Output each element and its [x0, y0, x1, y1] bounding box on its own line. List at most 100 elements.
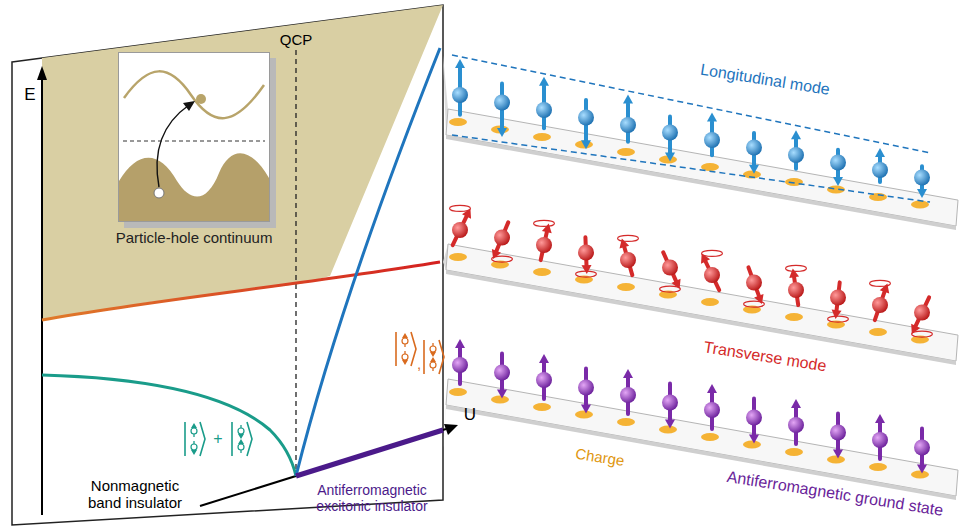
spin-sphere — [914, 440, 930, 456]
spin-head — [911, 324, 920, 334]
spin-sphere — [788, 147, 804, 163]
spin-sphere — [704, 402, 720, 418]
spin-sphere — [494, 365, 510, 381]
charge-site — [785, 178, 803, 186]
band-sketch — [119, 53, 269, 221]
charge-site — [617, 148, 635, 156]
spin-sphere — [452, 357, 468, 373]
charge-site — [701, 298, 719, 306]
spin-sphere — [830, 155, 846, 171]
ket-electron — [238, 444, 244, 450]
spin-sphere — [452, 222, 468, 238]
spin-head — [581, 405, 591, 414]
spin-head — [833, 177, 843, 186]
ket-spin-head — [191, 450, 197, 455]
longitudinal-curve — [296, 48, 440, 476]
spin-head — [749, 165, 759, 174]
spin-head — [791, 130, 801, 139]
spin-head — [492, 249, 501, 259]
spin-sphere — [914, 170, 930, 186]
charge-site — [575, 411, 593, 419]
charge-site — [785, 448, 803, 456]
spin-head — [665, 153, 675, 162]
lattice-plane — [446, 244, 958, 361]
charge-site — [911, 471, 929, 479]
triplet-curve — [42, 262, 440, 320]
spin-head — [665, 420, 675, 429]
spin-sphere — [578, 245, 594, 261]
spin-head — [539, 77, 549, 86]
spin-head — [455, 339, 465, 348]
precession-ring — [618, 235, 639, 241]
spin-head — [623, 369, 633, 378]
ket-bracket — [200, 422, 205, 456]
excitation-head — [183, 101, 195, 111]
inset-caption: Particle-hole continuum — [116, 229, 273, 246]
qcp-label: QCP — [280, 31, 313, 48]
ket-electron — [402, 354, 408, 360]
spin-sphere — [578, 380, 594, 396]
ket-bar — [395, 332, 397, 366]
spin-sphere — [452, 87, 468, 103]
spin-sphere — [578, 110, 594, 126]
spin-sphere — [536, 372, 552, 388]
spin-sphere — [662, 260, 678, 276]
charge-site — [659, 426, 677, 434]
spin-head — [623, 95, 633, 104]
spin-sphere — [662, 125, 678, 141]
axis-head — [37, 66, 47, 80]
phase-label: Nonmagnetic band insulator — [80, 477, 190, 512]
axis-head — [444, 424, 458, 435]
spin-head — [833, 450, 843, 459]
spin-sphere — [872, 162, 888, 178]
envelope-line — [452, 135, 930, 202]
ket-bar — [184, 422, 186, 456]
ket-electron — [402, 338, 408, 344]
lattice-plane — [446, 379, 958, 496]
diagram-plane — [12, 5, 443, 525]
spin-sphere — [830, 425, 846, 441]
continuum-shade — [42, 5, 443, 320]
ket-bracket — [411, 332, 416, 366]
lattice-edge — [446, 135, 956, 230]
spin-head — [875, 414, 885, 423]
spin-head — [917, 465, 927, 474]
ket-spin-head — [402, 360, 408, 365]
spin-sphere — [746, 140, 762, 156]
fermi-level — [123, 141, 265, 142]
valence-band — [119, 153, 269, 221]
energy-axis — [41, 78, 43, 515]
mode-label: Longitudinal mode — [699, 61, 831, 100]
charge-site — [869, 463, 887, 471]
spin-head — [880, 283, 889, 293]
spin-head — [539, 354, 549, 363]
ket-spin-head — [238, 439, 244, 444]
axis-label: U — [464, 405, 476, 425]
lattice-plane — [446, 109, 958, 226]
spin-head — [581, 265, 591, 274]
precession-ring — [450, 205, 471, 211]
ket-spin-head — [191, 423, 197, 428]
spin-sphere — [914, 305, 930, 321]
spin-head — [581, 140, 591, 149]
charge-site — [617, 283, 635, 291]
inset-box: Particle-hole continuum — [118, 52, 270, 222]
ket-electron — [191, 444, 197, 450]
conduction-band — [124, 71, 264, 118]
ket-spin-head — [430, 357, 436, 362]
excitation-arrow — [157, 105, 189, 187]
mode-label: Transverse mode — [702, 338, 827, 376]
ket-bracket — [439, 340, 444, 374]
spin-head — [542, 223, 552, 233]
ket-electron — [430, 346, 436, 352]
spin-head — [497, 390, 507, 399]
spin-sphere — [620, 387, 636, 403]
spin-sphere — [536, 237, 552, 253]
ordered-phase-line — [296, 430, 443, 476]
ket-spin-head — [402, 333, 408, 338]
spin-head — [707, 112, 717, 121]
charge-label: Charge — [574, 445, 625, 470]
ket-electron — [191, 428, 197, 434]
spin-head — [875, 148, 885, 157]
spin-head — [832, 310, 842, 320]
